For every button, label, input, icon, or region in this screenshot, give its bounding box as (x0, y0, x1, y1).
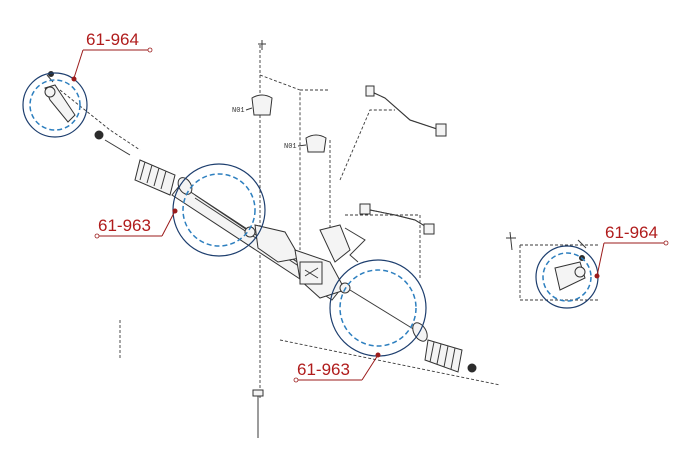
reference-lines (59, 45, 600, 400)
valve-detail (304, 267, 319, 279)
pressure-pipe-upper (371, 91, 441, 131)
bolt-head (252, 389, 264, 397)
rack-mount-left (254, 224, 301, 263)
highlight-circle-tie-rod-end-left (22, 72, 88, 138)
pressure-pipe-lower-inner (369, 209, 429, 229)
callout-anchor-dot (172, 208, 178, 214)
callout-anchor-dot (375, 352, 381, 358)
callout-end-dot (663, 240, 669, 246)
pipe-bend-small (344, 227, 366, 263)
callout-label: 61-963 (297, 360, 350, 379)
left-boot-assembly (94, 130, 256, 238)
right-boot-ridges (429, 341, 456, 370)
tie-rod-end-ball-left (44, 86, 56, 98)
callout-label: 61-964 (86, 30, 139, 49)
pipe-fitting-lower-end (423, 223, 435, 235)
callout-label: 61-963 (98, 216, 151, 235)
callout-tie-rod-end-left: 61-964 (71, 30, 153, 82)
callout-leader (361, 354, 379, 381)
callout-tie-rod-end-right: 61-964 (594, 223, 669, 279)
callout-leader (73, 49, 84, 79)
mounting-bolt (252, 389, 264, 438)
hydraulic-pipes (344, 85, 447, 263)
lower-diagonal (279, 339, 501, 386)
pipe-frame-line (339, 109, 395, 181)
right-box-frame (519, 245, 600, 301)
callout-leader (161, 210, 176, 237)
left-boot (134, 159, 176, 196)
callout-end-dot (293, 377, 299, 383)
highlight-dashed-rack-end-right (339, 269, 417, 347)
pipe-fitting-lower (359, 203, 371, 215)
callout-leader (596, 242, 605, 277)
highlight-circles (22, 72, 599, 357)
left-adjust-sleeve (104, 139, 131, 156)
pinion-top (319, 224, 351, 263)
rack-housing (171, 184, 351, 301)
left-boot-clamp (177, 177, 193, 195)
callout-end-dot (147, 47, 153, 53)
left-boot-ridges (139, 161, 167, 190)
callout-end-dot (94, 233, 100, 239)
mount-bushing-upper (251, 94, 273, 116)
right-inner-tie-rod (349, 289, 416, 331)
callout-rack-end-right: 61-963 (293, 352, 381, 383)
part-label-upper: N01 (232, 107, 245, 115)
highlight-circle-rack-end-right (329, 259, 427, 357)
pipe-fitting-upper-end (435, 123, 447, 137)
tie-rod-end-ball-right (574, 266, 586, 278)
callout-anchor-dot (71, 76, 77, 82)
lower-pipe-frame (345, 214, 421, 280)
callout-anchor-dot (594, 273, 600, 279)
left-inner-tie-rod (194, 194, 251, 233)
right-nut (467, 363, 477, 373)
right-tie-rod-end (506, 231, 587, 291)
upper-mounts: N01 N01 (232, 40, 327, 153)
left-axis-line (59, 89, 141, 151)
pressure-pipe-upper-inner (371, 91, 441, 131)
cotter-pin-right (577, 239, 587, 249)
right-bolt-icon (506, 231, 516, 251)
right-boot-assembly (339, 282, 477, 373)
valve-body (299, 261, 323, 285)
part-label-lower: N01 (284, 143, 297, 151)
pipe-fitting-upper (365, 85, 375, 97)
mount-bushing-lower (305, 134, 327, 153)
top-bolt-icon (258, 40, 266, 50)
left-tie-rod-end (44, 71, 76, 123)
highlight-dashed-tie-rod-end-right (542, 252, 592, 302)
callout-rack-end-left: 61-963 (94, 208, 178, 239)
highlight-dashed-rack-end-left (182, 173, 256, 247)
callout-label: 61-964 (605, 223, 658, 242)
pressure-pipe-lower (369, 209, 429, 229)
label-ticks (245, 107, 307, 147)
left-nut (94, 130, 104, 140)
highlight-dashed-tie-rod-end-left (29, 79, 81, 131)
right-boot (424, 339, 463, 373)
